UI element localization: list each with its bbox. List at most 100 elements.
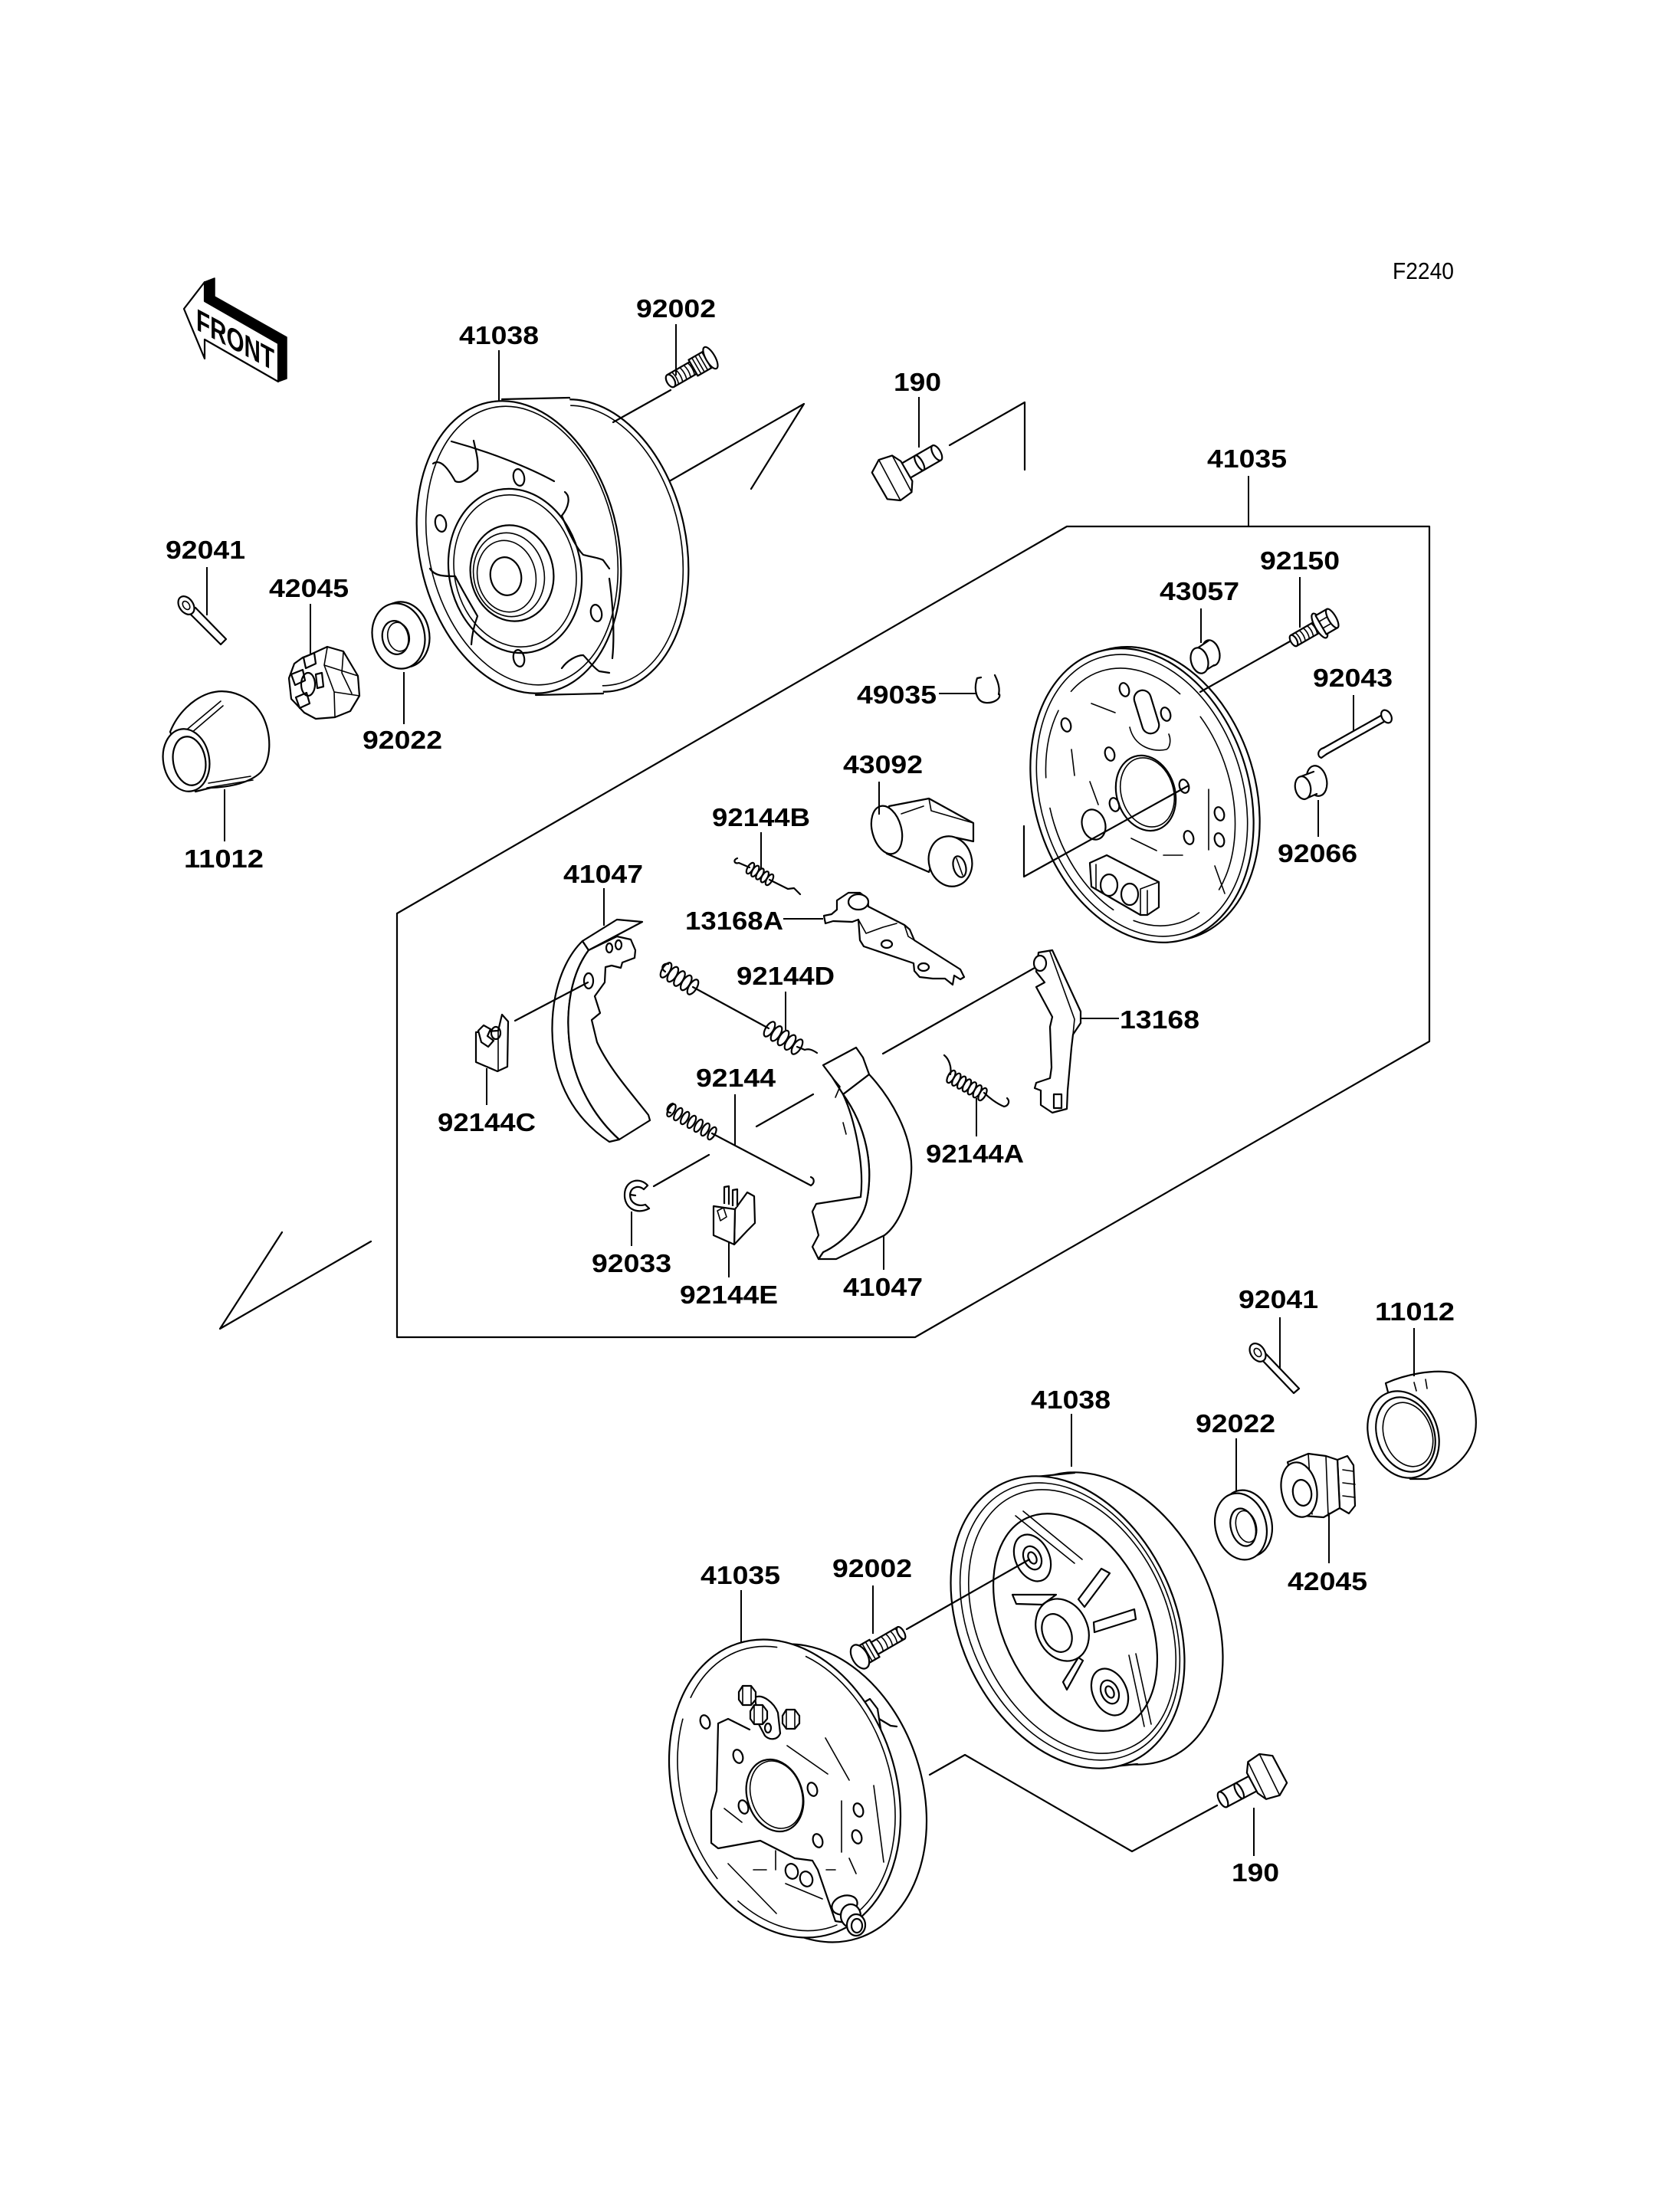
cap-opening bbox=[172, 736, 207, 786]
hole bbox=[732, 1749, 744, 1764]
assembly-line bbox=[514, 981, 589, 1022]
nut-castellation bbox=[290, 651, 325, 710]
assembly-line bbox=[1199, 640, 1291, 694]
cylinder-edges bbox=[901, 798, 974, 824]
callout-label: 42045 bbox=[1288, 1567, 1367, 1595]
cylinder-left-end bbox=[870, 805, 904, 855]
pin-bent-end bbox=[1317, 746, 1328, 759]
callout-label: 11012 bbox=[1375, 1297, 1455, 1326]
hole bbox=[1081, 808, 1107, 841]
bolt-hex-head bbox=[1245, 1753, 1288, 1800]
drum-cutout bbox=[560, 490, 611, 570]
hex-edges bbox=[1247, 1753, 1281, 1800]
cap-face bbox=[1189, 647, 1209, 674]
lever-body bbox=[822, 891, 966, 986]
thread-lines bbox=[1294, 622, 1318, 644]
assembly-line bbox=[881, 966, 1036, 1055]
spring-coil bbox=[977, 1087, 988, 1102]
pin-loop-inner bbox=[1253, 1347, 1262, 1358]
washer-face bbox=[1214, 1492, 1268, 1561]
lever-pin bbox=[1032, 954, 1048, 972]
callout-label: 190 bbox=[1232, 1858, 1279, 1887]
clip-92144E bbox=[712, 1185, 756, 1246]
hole bbox=[806, 1782, 819, 1797]
assembly-line bbox=[948, 401, 1026, 471]
hex-edges bbox=[323, 647, 360, 718]
hole bbox=[699, 1714, 711, 1730]
lever-hole bbox=[917, 962, 930, 972]
assembly-line bbox=[1022, 784, 1190, 878]
hole bbox=[852, 1802, 865, 1818]
shoe-tip bbox=[581, 918, 644, 952]
spring-rod bbox=[710, 1132, 815, 1187]
panel-ring bbox=[1035, 654, 1249, 937]
callout-label: 43092 bbox=[843, 750, 923, 779]
shoe-hole bbox=[582, 972, 595, 990]
bolt-end bbox=[930, 444, 943, 461]
drum-edge bbox=[534, 692, 605, 697]
drum-cutout bbox=[431, 439, 479, 484]
panel-ring bbox=[677, 1645, 896, 1932]
spring-92144 bbox=[666, 1102, 815, 1187]
spring-coil bbox=[686, 1114, 697, 1130]
callout-label: 92066 bbox=[1278, 839, 1357, 867]
cap-92066 bbox=[1294, 765, 1328, 801]
cylinder-piston-slot bbox=[952, 855, 967, 878]
drum-cutout bbox=[560, 654, 611, 674]
brake-panel-upper bbox=[1029, 646, 1261, 943]
drum-spoke bbox=[1061, 1656, 1084, 1691]
panel-face bbox=[668, 1638, 902, 1939]
callout-label: 92144D bbox=[737, 962, 835, 990]
callout-label: 43057 bbox=[1160, 577, 1239, 605]
drum-edge bbox=[500, 396, 571, 401]
clip-bend bbox=[717, 1207, 727, 1221]
nut-bore bbox=[300, 671, 317, 697]
spring-hook bbox=[983, 1091, 1010, 1108]
callout-label: 92033 bbox=[592, 1249, 671, 1277]
panel-bolt bbox=[737, 1684, 757, 1707]
shoe-web-edge bbox=[832, 1077, 847, 1135]
cap-rim bbox=[162, 728, 211, 792]
lever-body bbox=[1033, 949, 1082, 1114]
callout-label: 92041 bbox=[1239, 1285, 1318, 1313]
clip-retainer bbox=[477, 1024, 495, 1048]
stud-boss bbox=[1012, 1533, 1052, 1582]
stud-hole bbox=[434, 514, 448, 533]
hub-cap-upper bbox=[162, 690, 271, 793]
shoe-web bbox=[811, 1093, 871, 1261]
drum-spoke bbox=[1092, 1608, 1137, 1634]
pin-loop bbox=[177, 595, 195, 615]
callout-label: 41047 bbox=[843, 1273, 923, 1301]
panel-marks bbox=[724, 1737, 884, 1914]
stud-tip bbox=[664, 373, 677, 389]
hole bbox=[1160, 707, 1172, 722]
spring-coils bbox=[666, 1103, 717, 1141]
pin-shank bbox=[188, 606, 228, 646]
figure-code: F2240 bbox=[1393, 257, 1454, 284]
hex-edges bbox=[786, 1709, 796, 1730]
drum-cutout bbox=[428, 567, 479, 646]
hex-edges bbox=[878, 454, 913, 501]
stud-head bbox=[702, 346, 719, 370]
brake-shoe-lower bbox=[811, 1046, 913, 1261]
drum-ring bbox=[968, 1489, 1176, 1754]
spring-coils bbox=[745, 861, 775, 887]
assembly-box-outline bbox=[395, 525, 1431, 1339]
callout-label: 92144E bbox=[680, 1280, 778, 1309]
hole bbox=[1213, 806, 1226, 821]
spring-coil bbox=[679, 1110, 691, 1126]
assembly-line bbox=[652, 1153, 710, 1188]
hub-bore bbox=[1041, 1613, 1073, 1653]
spring-hook bbox=[796, 1045, 819, 1054]
callout-label: 41035 bbox=[701, 1561, 780, 1589]
panel-slot bbox=[1133, 689, 1160, 735]
stud-hole bbox=[512, 468, 526, 487]
hub-flange bbox=[447, 487, 583, 654]
spring-hook bbox=[768, 878, 802, 896]
callout-label: 92144A bbox=[926, 1139, 1024, 1168]
shoe-web bbox=[567, 935, 651, 1141]
hub-flange-ring bbox=[453, 494, 577, 648]
bolt-head bbox=[749, 1703, 769, 1726]
bolt-head bbox=[781, 1708, 801, 1730]
